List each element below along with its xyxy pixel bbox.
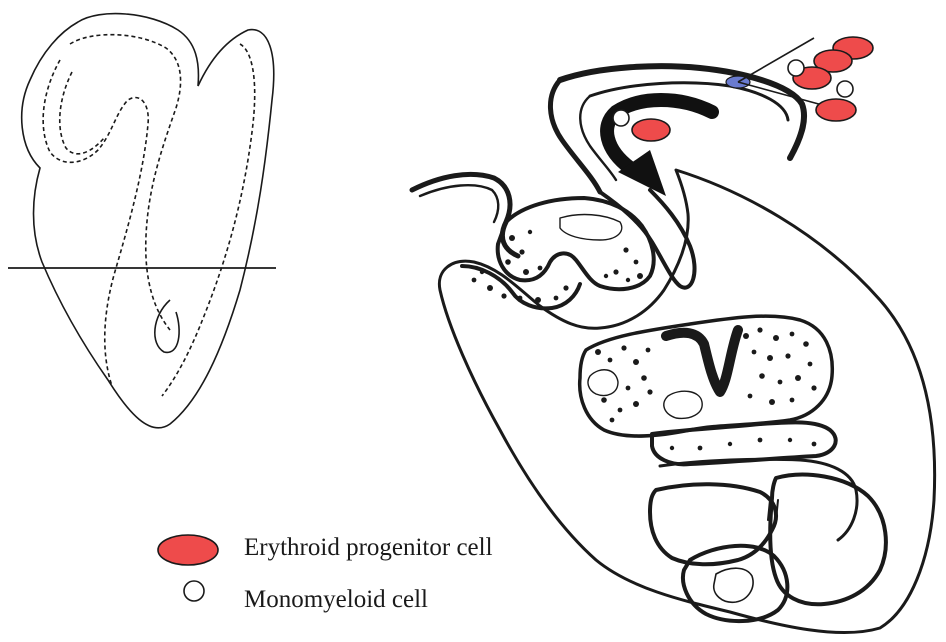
left-chamber — [462, 266, 580, 308]
erythroid-cell — [816, 99, 856, 121]
heart-cavity-2 — [588, 370, 618, 396]
legend-label-monomyeloid: Monomyeloid cell — [244, 586, 428, 614]
monomyeloid-cell-swatch — [156, 574, 226, 608]
embryo-inner-contour-2 — [43, 60, 148, 386]
monomyeloid-cell — [613, 110, 629, 126]
legend-label-erythroid: Erythroid progenitor cell — [244, 534, 493, 562]
lower-left-chamber — [650, 484, 776, 564]
monomyeloid-cell — [788, 60, 804, 76]
central-cavity — [714, 568, 753, 602]
legend-item-monomyeloid: Monomyeloid cell — [156, 580, 576, 632]
dorsal-fold-outer — [560, 66, 804, 158]
embryo-loop — [155, 300, 179, 352]
central-block — [498, 198, 654, 289]
heart-central-septum — [666, 330, 738, 392]
heart-upper-block — [580, 316, 833, 436]
monomyeloid-cell — [837, 81, 853, 97]
left-arm-inner — [420, 185, 498, 222]
embryo-inner-contour — [70, 35, 181, 330]
embryo-inner-contour-4 — [60, 72, 104, 154]
heart-cavity-1 — [664, 391, 702, 418]
heart-lower-band — [652, 422, 836, 464]
liver-block — [660, 459, 857, 540]
left-arm-outer — [412, 174, 518, 256]
legend-item-erythroid: Erythroid progenitor cell — [156, 528, 576, 580]
dorsal-fold-left — [550, 80, 600, 192]
erythroid-cell-swatch — [156, 530, 226, 570]
embryo-inner-contour-3 — [162, 44, 255, 396]
tissue-stipple — [472, 230, 817, 451]
central-block-cavity — [560, 215, 622, 240]
erythroid-cell — [632, 119, 670, 141]
legend: Erythroid progenitor cell Monomyeloid ce… — [156, 528, 576, 632]
whole-embryo-sketch — [8, 14, 276, 428]
